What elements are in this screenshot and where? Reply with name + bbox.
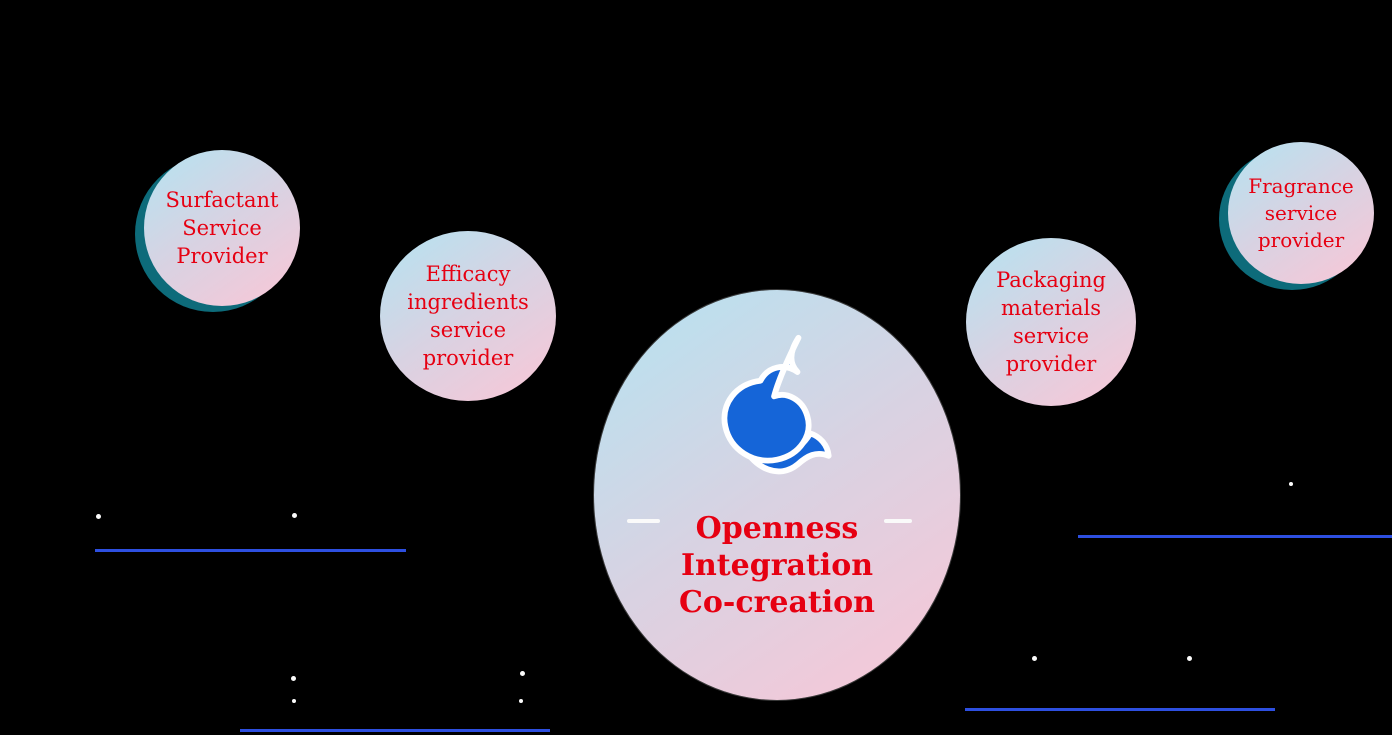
bubble-packaging: Packaging materials service provider bbox=[966, 238, 1136, 406]
decor-dot bbox=[520, 671, 525, 676]
bubble-efficacy: Efficacy ingredients service provider bbox=[380, 231, 556, 401]
packaging-label-line: service bbox=[1012, 324, 1089, 348]
packaging-label-line: Packaging bbox=[996, 268, 1106, 292]
bubble-fragrance: Fragrance service provider bbox=[1219, 142, 1374, 290]
bubble-center: Openness Integration Co-creation bbox=[594, 290, 960, 700]
decor-dot bbox=[1289, 482, 1293, 486]
decor-dot bbox=[1032, 656, 1037, 661]
decor-dot bbox=[1187, 656, 1192, 661]
fragrance-label-line: Fragrance bbox=[1248, 173, 1354, 198]
underline-bottom-left bbox=[240, 729, 550, 732]
fragrance-label-line: service bbox=[1264, 200, 1338, 225]
decor-dot bbox=[292, 513, 297, 518]
center-slogan-line: Openness bbox=[695, 511, 859, 546]
whale-logo bbox=[721, 334, 832, 475]
efficacy-label-line: ingredients bbox=[407, 290, 529, 314]
center-slogan: Openness Integration Co-creation bbox=[679, 510, 875, 621]
decor-dot bbox=[292, 699, 296, 703]
decor-dot bbox=[519, 699, 523, 703]
fragrance-label-line: provider bbox=[1257, 227, 1345, 252]
packaging-label-line: materials bbox=[1000, 296, 1102, 320]
efficacy-label-line: Efficacy bbox=[425, 262, 511, 286]
underline-left bbox=[95, 549, 406, 552]
packaging-label-line: provider bbox=[1005, 352, 1097, 376]
surfactant-label-line: Service bbox=[182, 216, 262, 240]
center-slogan-line: Co-creation bbox=[678, 585, 875, 620]
efficacy-label-line: service bbox=[429, 318, 506, 342]
decor-dash-left bbox=[627, 519, 660, 523]
efficacy-label-line: provider bbox=[422, 346, 514, 370]
underline-right bbox=[1078, 535, 1392, 538]
decor-dot bbox=[291, 676, 296, 681]
surfactant-label-line: Surfactant bbox=[165, 188, 279, 212]
decor-dash-right bbox=[884, 519, 912, 523]
surfactant-label-line: Provider bbox=[176, 244, 268, 268]
bubble-surfactant: Surfactant Service Provider bbox=[135, 150, 300, 312]
whale-body-shape bbox=[721, 334, 812, 464]
underline-bottom-right bbox=[965, 708, 1275, 711]
decor-dot bbox=[96, 514, 101, 519]
center-slogan-line: Integration bbox=[680, 548, 874, 583]
